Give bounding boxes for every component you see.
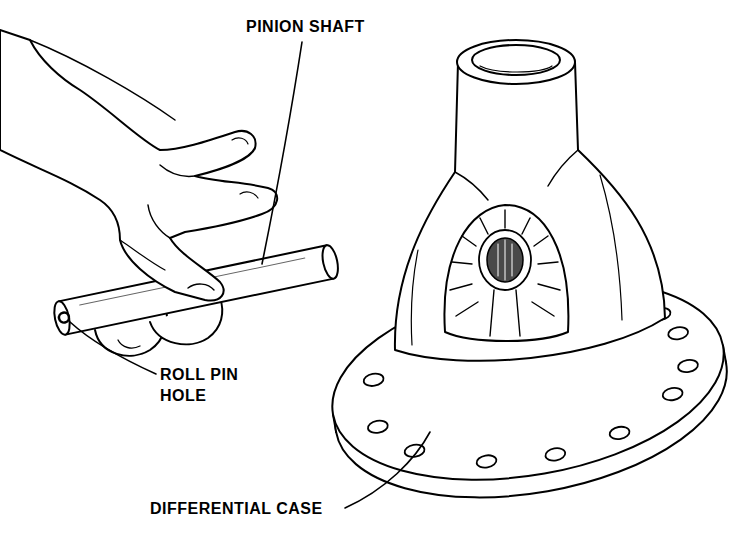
hand (0, 30, 277, 301)
part-label: PINION SHAFT (246, 16, 416, 37)
part-label: DIFFERENTIAL CASE (150, 498, 350, 519)
leader-lines (70, 42, 430, 508)
case-body (395, 40, 665, 361)
part-label: ROLL PIN HOLE (160, 364, 260, 406)
